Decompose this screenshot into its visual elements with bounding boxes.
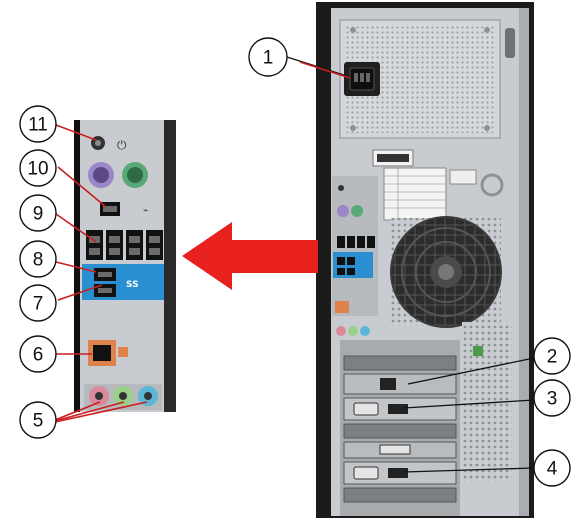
zoom-arrow — [182, 222, 318, 290]
expansion-slots — [340, 340, 460, 516]
leader-9 — [55, 213, 97, 243]
callout-6-label: 6 — [33, 345, 44, 366]
leader-7 — [57, 284, 103, 301]
callout-4-label: 4 — [547, 459, 558, 480]
callout-9: 9 — [19, 194, 57, 232]
leader-5c — [54, 401, 148, 423]
power-symbol-icon: ⏻ — [117, 138, 127, 152]
callout-5-label: 5 — [33, 411, 44, 432]
leader-5a — [54, 401, 101, 421]
rear-fan — [390, 216, 502, 328]
leader-2 — [407, 357, 535, 385]
callout-4: 4 — [533, 449, 571, 487]
tower-rear-photo — [316, 2, 534, 518]
ethernet-port — [88, 340, 128, 366]
callout-6: 6 — [19, 335, 57, 373]
usb2-ports-row — [86, 230, 163, 260]
usb3-ports: SS — [82, 264, 164, 300]
leader-4 — [403, 467, 535, 473]
power-supply — [339, 19, 501, 139]
callout-10: 10 — [19, 149, 57, 187]
callout-5: 5 — [19, 401, 57, 439]
callout-8: 8 — [19, 240, 57, 278]
io-panel-closeup: ⏻ ⌁ — [74, 120, 176, 412]
callout-9-label: 9 — [33, 204, 44, 225]
callout-7-label: 7 — [33, 294, 44, 315]
leader-5b — [54, 401, 125, 422]
network-card-bracket — [343, 373, 457, 395]
usb3-logo-icon: SS — [126, 280, 139, 290]
callout-11: 11 — [19, 105, 57, 143]
callout-3: 3 — [533, 379, 571, 417]
callout-1: 1 — [248, 37, 288, 77]
callout-8-label: 8 — [33, 250, 44, 271]
tower-io-panel — [332, 176, 378, 336]
callout-2: 2 — [533, 337, 571, 375]
slot-label — [383, 167, 447, 221]
svg-text:⌁: ⌁ — [143, 206, 148, 216]
callout-2-label: 2 — [547, 347, 558, 368]
leader-3 — [403, 399, 535, 409]
callout-11-label: 11 — [28, 115, 48, 136]
leader-11 — [55, 124, 97, 141]
callout-3-label: 3 — [547, 389, 558, 410]
audio-jacks — [84, 384, 162, 410]
callout-7: 7 — [19, 284, 57, 322]
callout-1-label: 1 — [263, 48, 274, 69]
callout-10-label: 10 — [27, 159, 48, 180]
leader-8 — [55, 261, 97, 273]
leader-1 — [286, 56, 351, 78]
leader-10 — [57, 166, 107, 208]
leader-1-red — [299, 61, 351, 79]
